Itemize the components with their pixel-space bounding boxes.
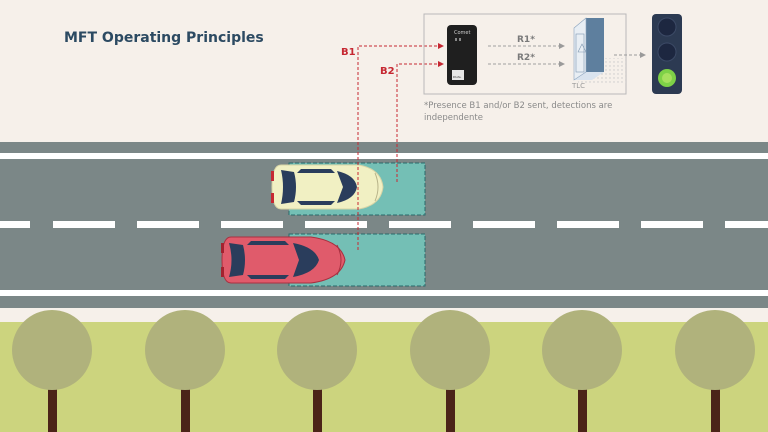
device-brand: Comet xyxy=(454,30,470,36)
tree-icon xyxy=(410,310,490,432)
tree-icon xyxy=(542,310,622,432)
signal-line-b2 xyxy=(396,61,444,182)
lane-edge-bottom xyxy=(0,290,768,296)
footnote: *Presence B1 and/or B2 sent, detections … xyxy=(424,101,613,123)
traffic-light-icon xyxy=(652,14,682,94)
label-r1: R1* xyxy=(517,35,535,45)
device-badge: DUAL xyxy=(453,75,462,79)
tree-icon xyxy=(277,310,357,432)
tree-icon xyxy=(145,310,225,432)
detector-device-icon: Comet DUAL xyxy=(447,25,477,85)
label-tlc: TLC xyxy=(571,82,585,90)
car-icon xyxy=(271,164,384,210)
page-title: MFT Operating Principles xyxy=(64,30,264,46)
tlc-cabinet-icon: TLC xyxy=(571,17,626,90)
car-icon xyxy=(221,236,346,284)
tree-row xyxy=(12,310,755,432)
label-b1: B1 xyxy=(341,47,356,58)
control-box xyxy=(423,13,627,95)
tree-icon xyxy=(675,310,755,432)
signal-line-b1 xyxy=(357,43,444,250)
label-b2: B2 xyxy=(380,66,395,77)
lane-center-dashes xyxy=(0,221,768,228)
label-r2: R2* xyxy=(517,53,535,63)
tree-icon xyxy=(12,310,92,432)
lane-edge-top xyxy=(0,153,768,159)
grass xyxy=(0,322,768,432)
